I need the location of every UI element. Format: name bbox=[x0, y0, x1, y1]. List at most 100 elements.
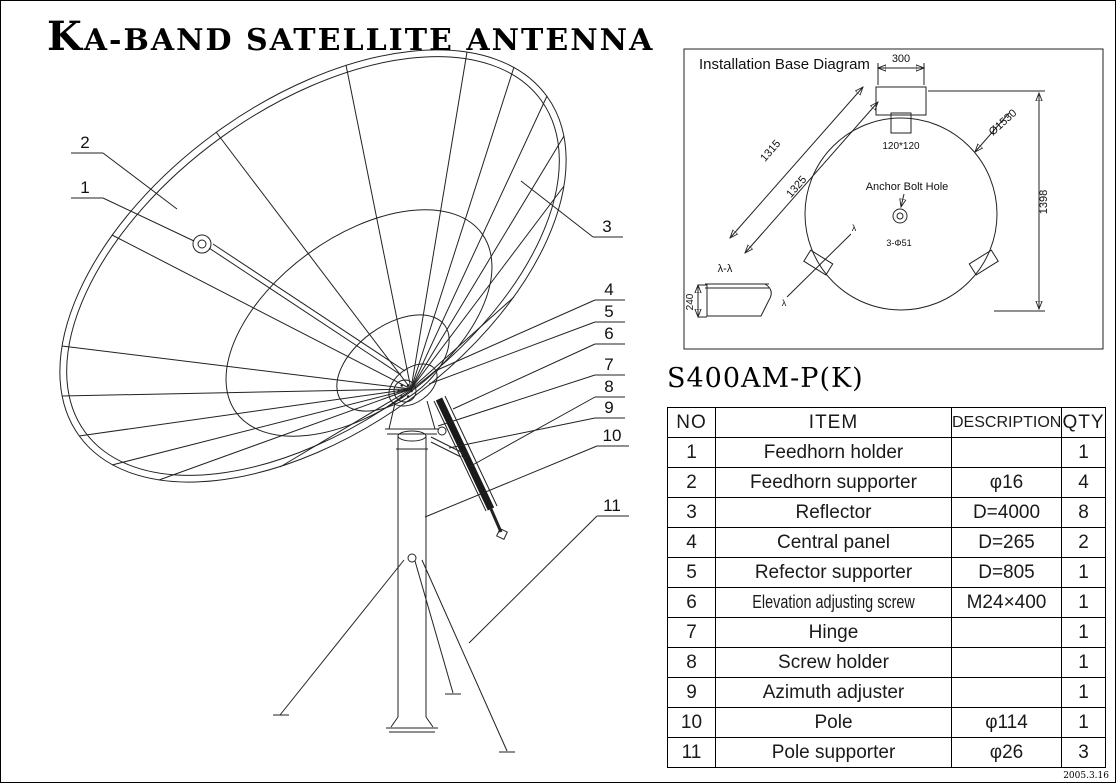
part-no: 7 bbox=[667, 617, 716, 648]
table-row: 9 Azimuth adjuster 1 bbox=[667, 677, 1106, 708]
table-row: 2 Feedhorn supporter φ16 4 bbox=[667, 467, 1106, 498]
part-description: M24×400 bbox=[951, 587, 1062, 618]
parts-table: NO ITEM DESCRIPTION QTY 1 Feedhorn holde… bbox=[667, 407, 1106, 768]
part-no: 2 bbox=[667, 467, 716, 498]
table-row: 10 Pole φ114 1 bbox=[667, 707, 1106, 738]
part-qty: 1 bbox=[1061, 647, 1106, 678]
part-description: D=4000 bbox=[951, 497, 1062, 528]
part-item: Elevation adjusting screw bbox=[715, 587, 952, 618]
section-mark-b: λ bbox=[782, 298, 787, 308]
part-description: D=805 bbox=[951, 557, 1062, 588]
part-no: 3 bbox=[667, 497, 716, 528]
reflector-dish bbox=[59, 49, 567, 483]
pole-supporters bbox=[273, 553, 515, 753]
part-item-text: Elevation adjusting screw bbox=[752, 591, 915, 612]
page-title: KA-BAND SATELLITE ANTENNA bbox=[47, 13, 655, 60]
installation-base-diagram: Installation Base Diagram 120*120 300 An… bbox=[683, 48, 1104, 350]
dim-1325: 1325 bbox=[784, 174, 809, 200]
callout-10: 10 bbox=[603, 426, 622, 445]
part-description: D=265 bbox=[951, 527, 1062, 558]
callout-numbers: 2 1 3 4 5 6 7 8 9 10 11 bbox=[80, 133, 621, 515]
part-no: 4 bbox=[667, 527, 716, 558]
part-qty: 1 bbox=[1061, 617, 1106, 648]
col-header-item: ITEM bbox=[715, 407, 952, 438]
part-no: 9 bbox=[667, 677, 716, 708]
anchor-bolt-hole-label: Anchor Bolt Hole bbox=[866, 181, 949, 193]
plate-size-label: 120*120 bbox=[882, 141, 920, 152]
part-item: Central panel bbox=[715, 527, 952, 558]
part-item: Azimuth adjuster bbox=[715, 677, 952, 708]
base-diagram-title: Installation Base Diagram bbox=[699, 56, 870, 73]
hub-assembly bbox=[385, 363, 447, 436]
table-row: 1 Feedhorn holder 1 bbox=[667, 437, 1106, 468]
part-description bbox=[951, 617, 1062, 648]
part-description: φ26 bbox=[951, 737, 1062, 768]
table-row: 3 Reflector D=4000 8 bbox=[667, 497, 1106, 528]
dim-300: 300 bbox=[892, 53, 910, 65]
section-mark-a: λ bbox=[852, 223, 857, 233]
model-number: S400AM-P(K) bbox=[667, 363, 864, 394]
dim-240: 240 bbox=[685, 293, 696, 310]
part-item: Hinge bbox=[715, 617, 952, 648]
callout-5: 5 bbox=[604, 302, 613, 321]
callout-4: 4 bbox=[604, 280, 613, 299]
col-header-qty: QTY bbox=[1061, 407, 1106, 438]
part-no: 5 bbox=[667, 557, 716, 588]
table-row: 6 Elevation adjusting screw M24×400 1 bbox=[667, 587, 1106, 618]
pole bbox=[386, 430, 438, 733]
col-header-no: NO bbox=[667, 407, 716, 438]
callout-3: 3 bbox=[602, 217, 611, 236]
part-no: 10 bbox=[667, 707, 716, 738]
part-description bbox=[951, 647, 1062, 678]
col-header-description: DESCRIPTION bbox=[951, 407, 1062, 438]
part-item: Screw holder bbox=[715, 647, 952, 678]
part-description: φ16 bbox=[951, 467, 1062, 498]
part-item: Refector supporter bbox=[715, 557, 952, 588]
table-row: 5 Refector supporter D=805 1 bbox=[667, 557, 1106, 588]
part-qty: 1 bbox=[1061, 677, 1106, 708]
table-row: 11 Pole supporter φ26 3 bbox=[667, 737, 1106, 768]
table-row: 4 Central panel D=265 2 bbox=[667, 527, 1106, 558]
dim-1398: 1398 bbox=[1038, 190, 1050, 214]
callout-11: 11 bbox=[603, 496, 621, 515]
callout-2: 2 bbox=[80, 133, 89, 152]
part-no: 8 bbox=[667, 647, 716, 678]
callout-1: 1 bbox=[80, 178, 89, 197]
feedhorn-assembly bbox=[192, 234, 406, 376]
drawing-date: 2005.3.16 bbox=[1063, 771, 1109, 781]
part-qty: 1 bbox=[1061, 437, 1106, 468]
part-qty: 1 bbox=[1061, 707, 1106, 738]
table-header-row: NO ITEM DESCRIPTION QTY bbox=[667, 407, 1106, 438]
part-item: Feedhorn holder bbox=[715, 437, 952, 468]
part-description: φ114 bbox=[951, 707, 1062, 738]
callout-leaders bbox=[71, 152, 629, 644]
table-row: 8 Screw holder 1 bbox=[667, 647, 1106, 678]
part-qty: 8 bbox=[1061, 497, 1106, 528]
elevation-screw bbox=[433, 395, 508, 540]
callout-7: 7 bbox=[604, 355, 613, 374]
part-qty: 4 bbox=[1061, 467, 1106, 498]
part-item: Pole supporter bbox=[715, 737, 952, 768]
part-no: 1 bbox=[667, 437, 716, 468]
part-qty: 1 bbox=[1061, 587, 1106, 618]
azimuth-adjuster bbox=[430, 436, 469, 459]
bolt-holes-label: 3-Φ51 bbox=[886, 238, 911, 248]
section-label: λ-λ bbox=[718, 263, 733, 275]
part-qty: 3 bbox=[1061, 737, 1106, 768]
part-item: Feedhorn supporter bbox=[715, 467, 952, 498]
table-row: 7 Hinge 1 bbox=[667, 617, 1106, 648]
callout-9: 9 bbox=[604, 398, 613, 417]
part-qty: 2 bbox=[1061, 527, 1106, 558]
part-no: 6 bbox=[667, 587, 716, 618]
dim-1315: 1315 bbox=[758, 138, 783, 164]
part-item: Pole bbox=[715, 707, 952, 738]
part-description bbox=[951, 437, 1062, 468]
callout-6: 6 bbox=[604, 324, 613, 343]
part-no: 11 bbox=[667, 737, 716, 768]
part-item: Reflector bbox=[715, 497, 952, 528]
part-description bbox=[951, 677, 1062, 708]
part-qty: 1 bbox=[1061, 557, 1106, 588]
dim-circle-diameter: Ø1530 bbox=[987, 107, 1020, 138]
